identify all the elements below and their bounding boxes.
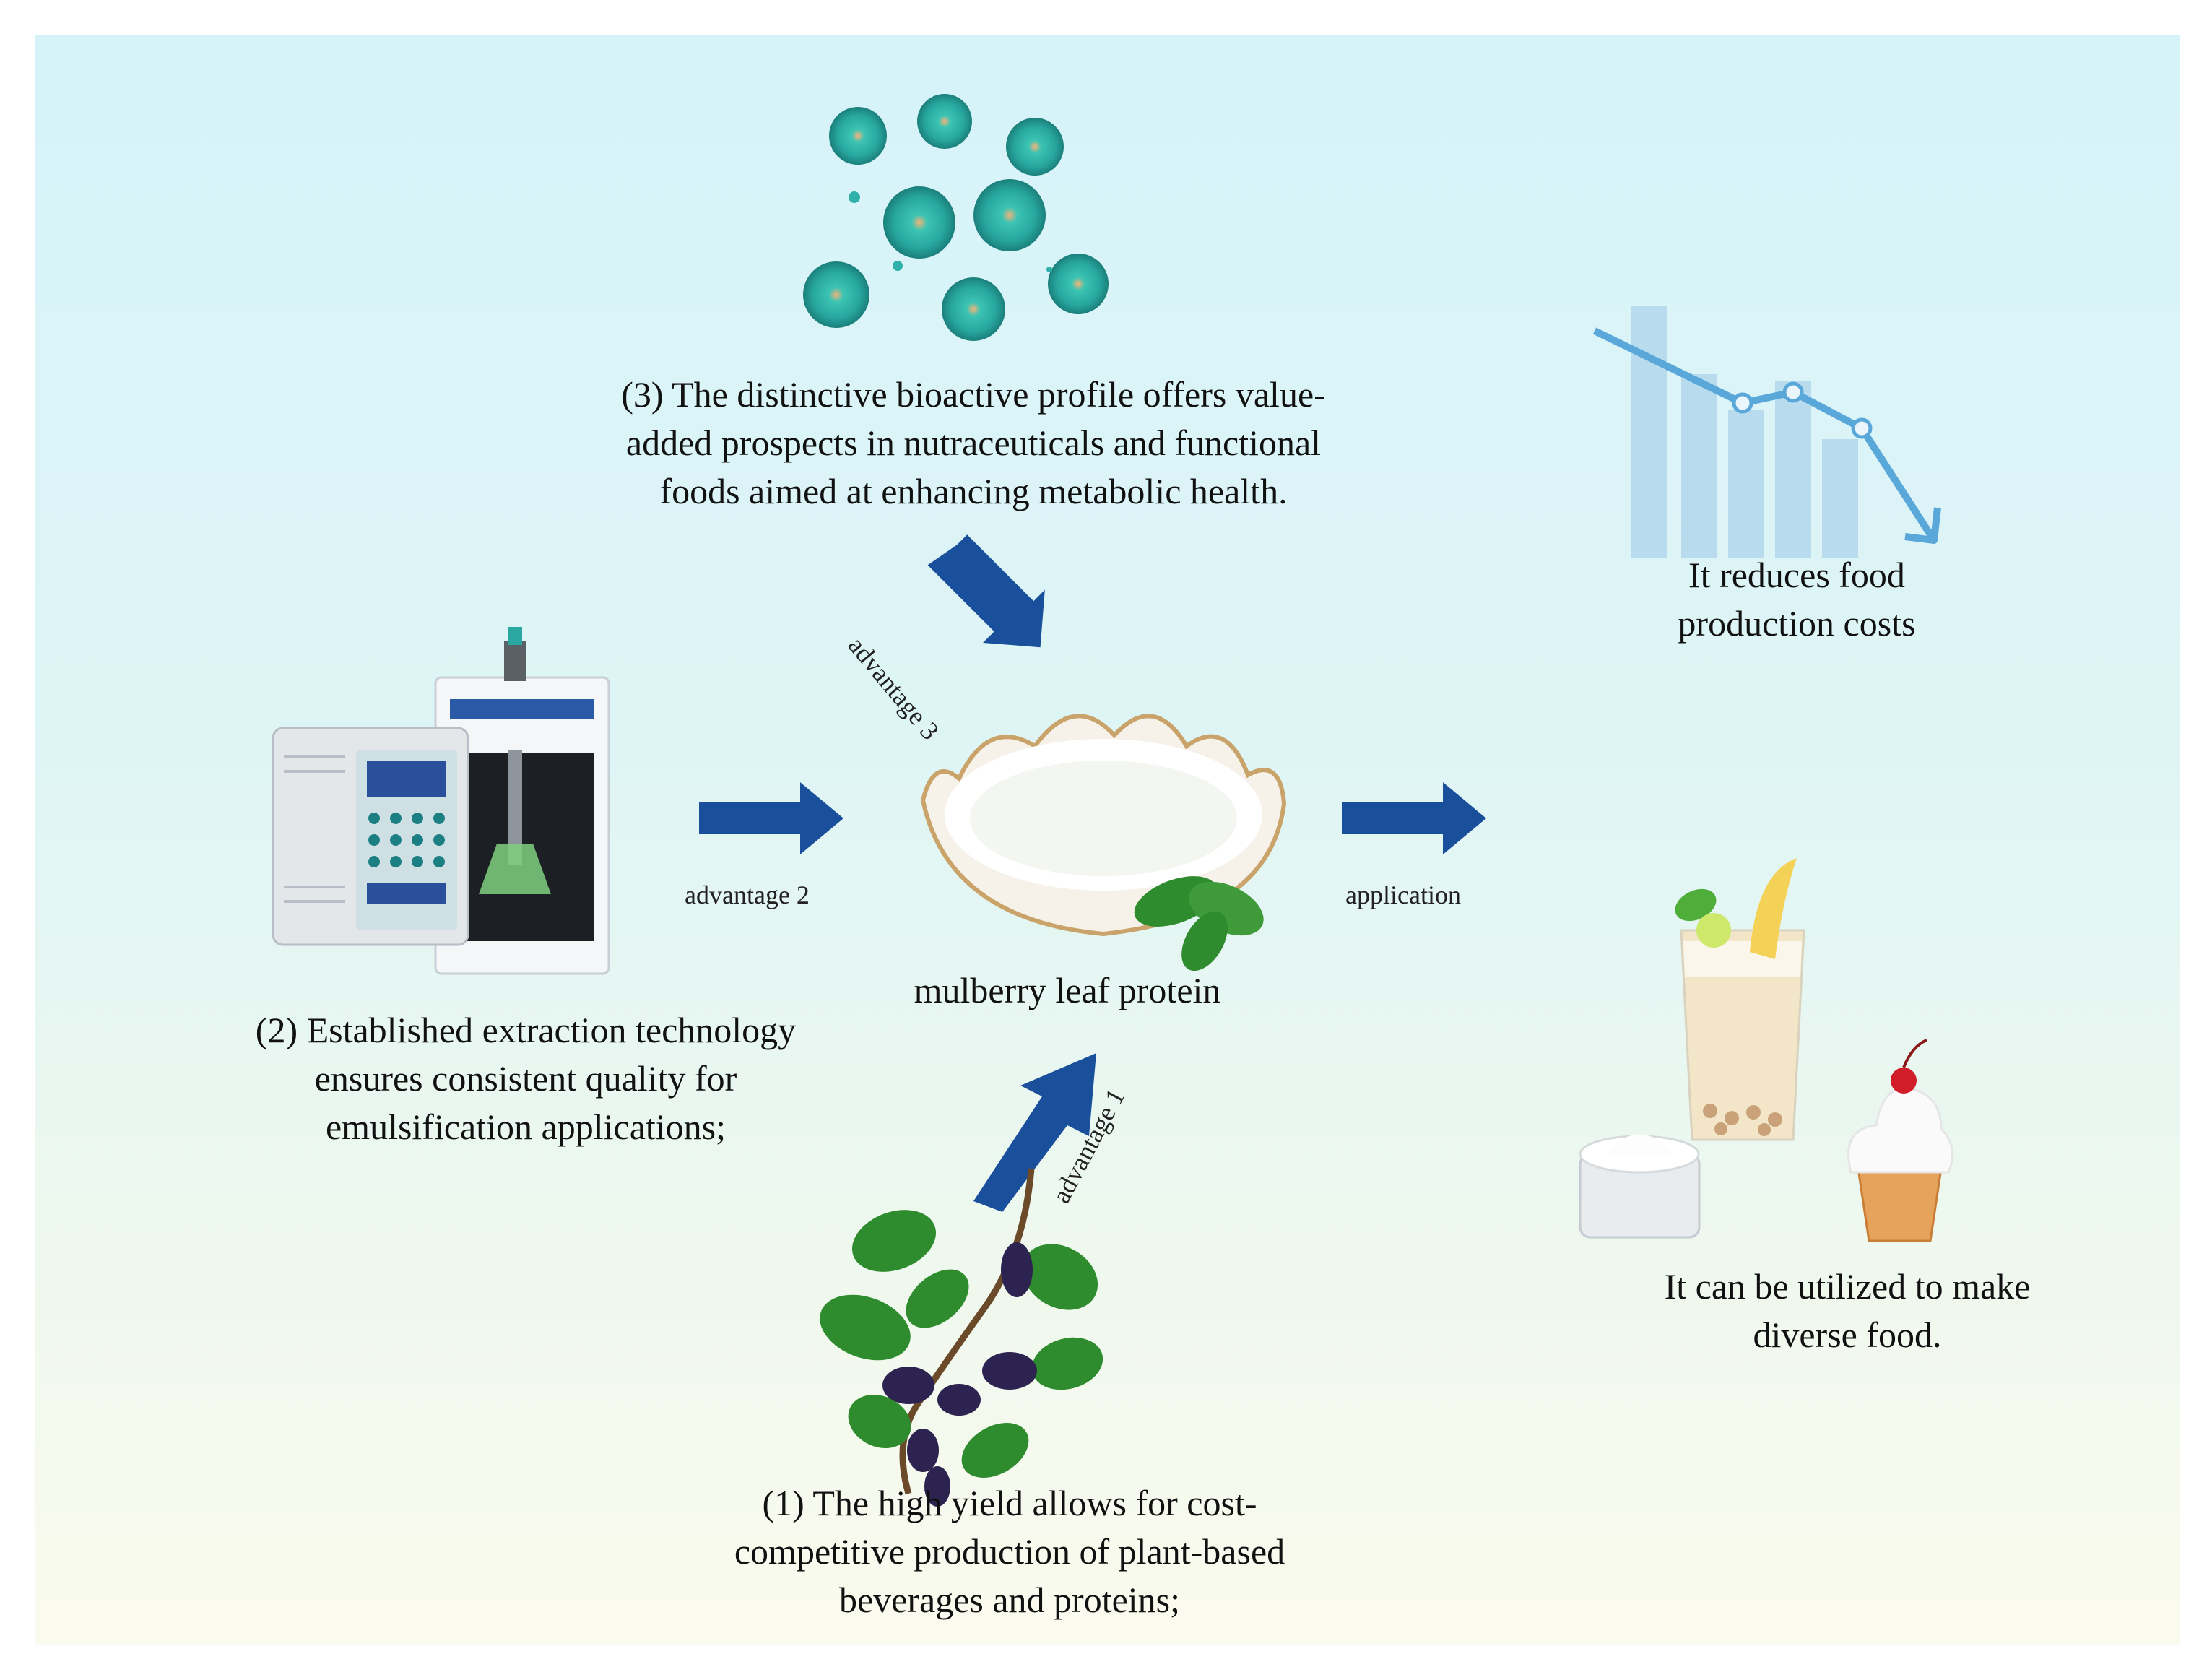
cells-icon [803,94,1109,341]
advantage-1-arrow [973,1053,1096,1212]
food-products-icon [1579,858,1954,1242]
application-label: application [1345,880,1461,909]
advantage-2-text: (2) Established extraction technology en… [255,1010,797,1147]
advantage-3-text: (3) The distinctive bioactive profile of… [621,374,1326,511]
advantage-2-label: advantage 2 [685,880,810,909]
center-label: mulberry leaf protein [914,970,1221,1010]
advantage-2-arrow [699,782,843,854]
cost-down-chart-icon [1592,306,1941,558]
diverse-food-text: It can be utilized to make diverse food. [1664,1266,2031,1355]
ultrasonic-device-icon [272,627,610,975]
mulberry-branch-icon [820,1168,1103,1507]
application-arrow [1342,782,1486,854]
diagram-panel: (3) The distinctive bioactive profile of… [35,35,2180,1645]
reduces-costs-text: It reduces food production costs [1678,555,1916,644]
protein-powder-bowl-icon [920,714,1287,971]
advantage-1-text: (1) The high yield allows for cost- comp… [734,1483,1285,1620]
advantage-3-arrow [927,534,1045,648]
